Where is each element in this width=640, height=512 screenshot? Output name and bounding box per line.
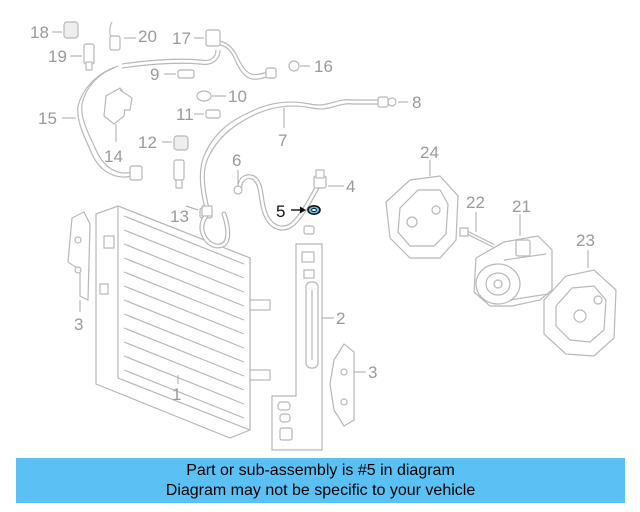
banner-line-2: Diagram may not be specific to your vehi… [165,482,476,499]
bracket-part-3-right [329,343,366,427]
callout-3-left: 3 [74,315,83,334]
callout-14: 14 [104,147,123,166]
callout-10: 10 [228,87,247,106]
cap-part-10 [196,90,226,102]
callout-12: 12 [138,133,157,152]
bracket-part-3-left [67,211,109,312]
callout-16: 16 [314,57,333,76]
o-ring-part-16 [288,60,310,72]
receiver-drier-part-2 [271,243,334,451]
callout-24: 24 [420,143,439,162]
callout-2: 2 [336,309,345,328]
callout-6: 6 [232,151,241,170]
callout-11: 11 [176,105,194,124]
sensor-part-17 [194,29,221,47]
callout-18: 18 [30,23,49,42]
hose-part-13 [185,205,231,249]
valve-part-19 [70,43,95,71]
sensor-part-20 [109,21,136,51]
compressor-part-21 [473,214,553,307]
bracket-part-24 [385,160,459,259]
callout-15: 15 [38,109,57,128]
bracket-part-23 [543,250,617,357]
condenser-part-1 [95,205,271,439]
callout-5: 5 [276,202,285,221]
seal-part-6 [233,170,243,195]
bracket-part-14 [103,87,133,142]
callout-4: 4 [346,177,355,196]
o-ring-part-5 [307,205,321,216]
callout-21: 21 [512,197,531,216]
callout-23: 23 [576,231,595,250]
callout-13: 13 [170,207,189,226]
cap-part-18 [52,21,79,39]
parts-diagram: 1 2 3 3 4 5 6 7 8 9 10 11 12 13 14 15 16… [30,21,617,451]
callout-20: 20 [138,27,157,46]
hose-part-4 [237,169,344,235]
o-ring-part-8 [387,97,408,107]
info-banner: Part or sub-assembly is #5 in diagram Di… [16,458,625,503]
valve-part-11 [194,109,221,119]
cap-part-12 [162,135,189,151]
pressure-line-part-7 [199,96,389,219]
callout-3-right: 3 [368,363,377,382]
bolt-part-22 [459,212,495,248]
callout-17: 17 [172,29,191,48]
callout-9: 9 [150,65,159,84]
valve-core-part-9 [164,69,195,79]
callout-7: 7 [278,131,287,150]
suction-line-part-15 [62,39,277,181]
banner-line-1: Part or sub-assembly is #5 in diagram [186,462,455,479]
callout-8: 8 [412,93,421,112]
callout-22: 22 [466,193,485,212]
callout-arrow-5 [291,206,306,214]
callout-1: 1 [172,385,181,404]
callout-19: 19 [48,47,67,66]
switch-part-13-sensor [173,159,185,189]
